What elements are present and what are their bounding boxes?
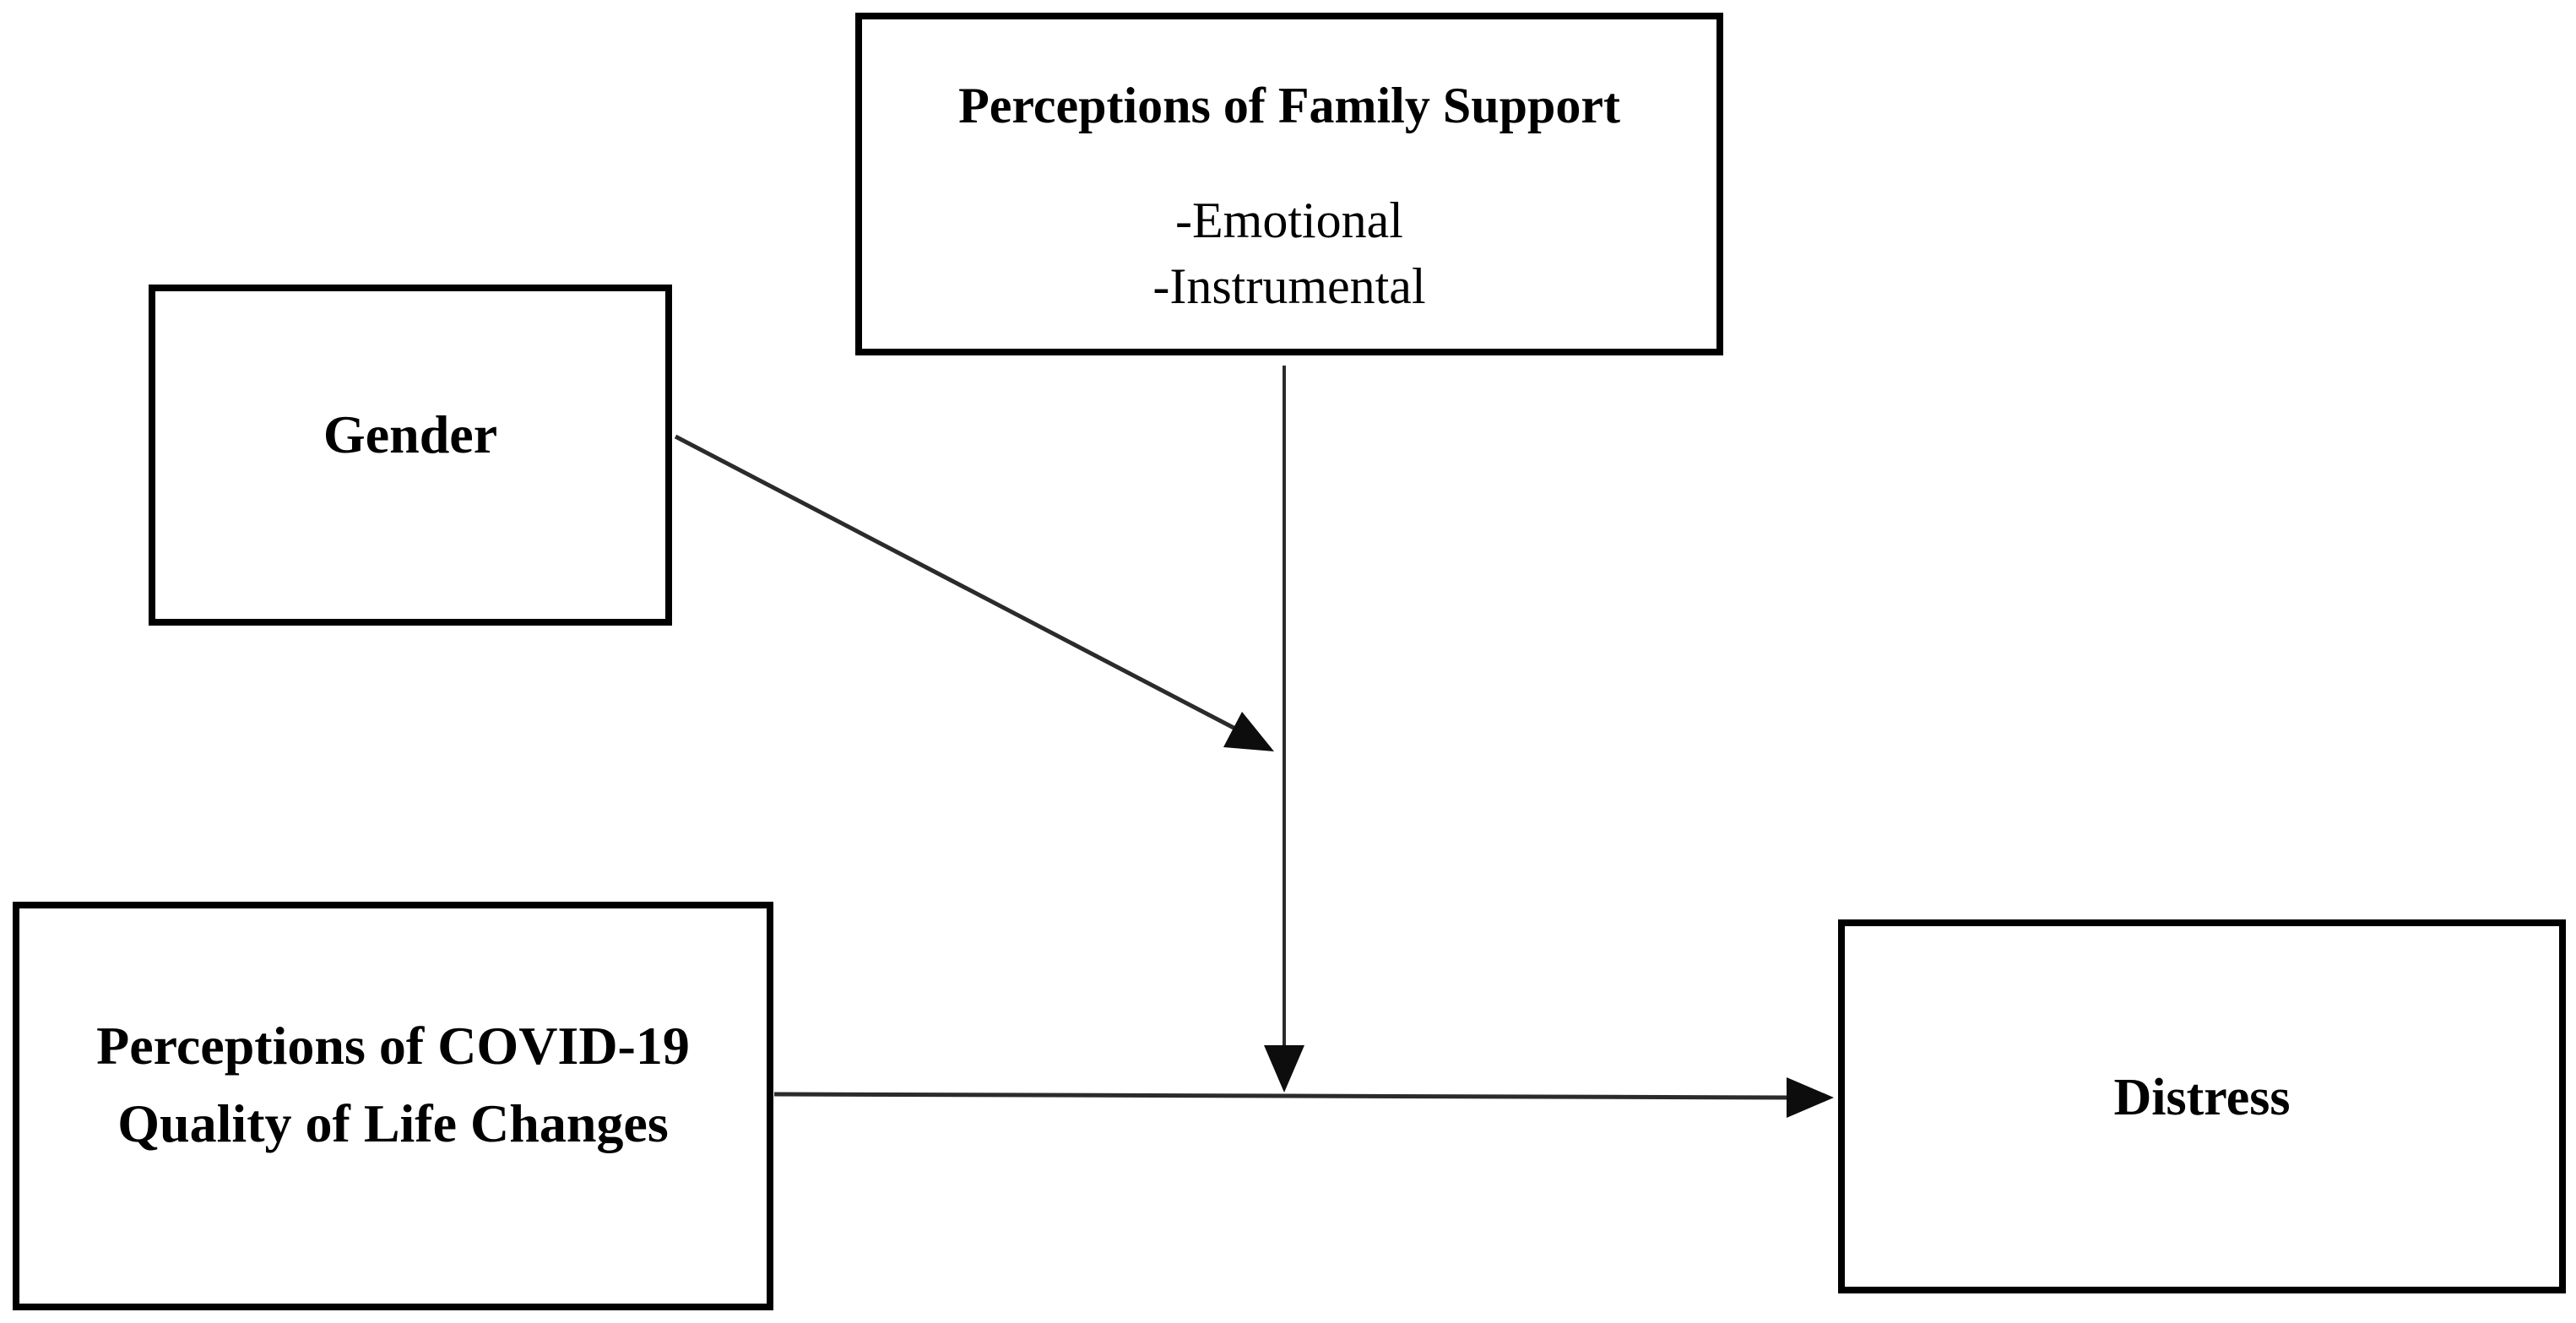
arrow-gender-moderation-line [674,434,1239,732]
distress-label: Distress [2113,1069,2291,1126]
covid-qol-label: Perceptions of COVID-19 Quality of Life … [96,1007,690,1163]
node-family-support: Perceptions of Family Support -Emotional… [855,13,1723,355]
family-support-items: -Emotional -Instrumental [1152,187,1425,319]
family-support-item-instrumental: -Instrumental [1152,258,1426,314]
gender-label: Gender [323,404,498,464]
arrow-covid-to-distress-arrowhead [1787,1077,1834,1118]
arrow-covid-to-distress-line [773,1092,1791,1100]
family-support-item-emotional: -Emotional [1175,192,1403,248]
node-distress: Distress [1838,919,2566,1293]
family-support-title: Perceptions of Family Support [958,78,1620,133]
covid-qol-label-line1: Perceptions of COVID-19 [96,1016,690,1076]
node-covid-qol: Perceptions of COVID-19 Quality of Life … [13,902,773,1310]
node-gender: Gender [149,285,672,626]
covid-qol-label-line2: Quality of Life Changes [117,1093,669,1153]
arrow-gender-moderation-arrowhead [1223,712,1274,751]
arrow-family-support-moderation-arrowhead [1264,1045,1304,1093]
